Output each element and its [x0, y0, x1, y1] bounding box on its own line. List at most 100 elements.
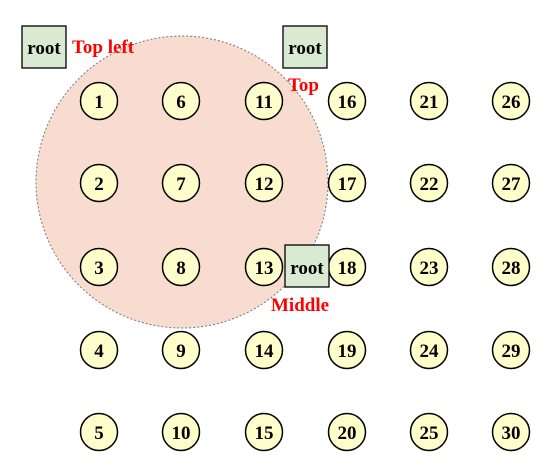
node-circle [327, 81, 367, 121]
node-18: 18 [327, 247, 367, 287]
node-17: 17 [327, 163, 367, 203]
node-21: 21 [409, 81, 449, 121]
node-label: 18 [338, 258, 357, 279]
node-label: 5 [94, 423, 104, 444]
root-label: root [27, 38, 61, 59]
node-circle [491, 330, 531, 370]
node-28: 28 [491, 247, 531, 287]
position-label-top: Top [288, 75, 319, 96]
root-label: root [290, 258, 324, 279]
node-3: 3 [79, 247, 119, 287]
root-box [284, 244, 330, 288]
node-circle [491, 81, 531, 121]
node-label: 19 [338, 341, 357, 362]
node-circle [244, 81, 284, 121]
node-circle [79, 81, 119, 121]
root-box [21, 25, 67, 69]
node-20: 20 [327, 412, 367, 452]
node-6: 6 [161, 81, 201, 121]
node-label: 25 [420, 423, 439, 444]
node-label: 14 [255, 341, 275, 362]
node-label: 22 [420, 174, 439, 195]
node-label: 20 [338, 423, 357, 444]
root-middle: root Middle [271, 244, 330, 316]
node-5: 5 [79, 412, 119, 452]
node-15: 15 [244, 412, 284, 452]
node-label: 3 [94, 258, 104, 279]
node-26: 26 [491, 81, 531, 121]
node-circle [161, 81, 201, 121]
node-label: 21 [420, 92, 439, 113]
root-box [282, 25, 328, 69]
node-23: 23 [409, 247, 449, 287]
sensor-nodes: 1234567891011121314151617181920212223242… [79, 81, 531, 452]
node-30: 30 [491, 412, 531, 452]
node-label: 8 [176, 258, 186, 279]
node-circle [79, 163, 119, 203]
node-label: 6 [176, 92, 186, 113]
node-13: 13 [244, 247, 284, 287]
node-label: 27 [502, 174, 522, 195]
node-29: 29 [491, 330, 531, 370]
position-label-middle: Middle [271, 295, 329, 316]
node-label: 29 [502, 341, 521, 362]
node-12: 12 [244, 163, 284, 203]
node-circle [491, 412, 531, 452]
node-27: 27 [491, 163, 531, 203]
node-label: 7 [176, 174, 186, 195]
node-label: 23 [420, 258, 439, 279]
node-label: 15 [255, 423, 274, 444]
node-circle [244, 247, 284, 287]
node-4: 4 [79, 330, 119, 370]
node-circle [409, 247, 449, 287]
node-label: 16 [338, 92, 357, 113]
node-1: 1 [79, 81, 119, 121]
node-label: 12 [255, 174, 274, 195]
root-top: root Top [282, 25, 328, 96]
node-22: 22 [409, 163, 449, 203]
node-circle [161, 163, 201, 203]
node-2: 2 [79, 163, 119, 203]
node-circle [327, 163, 367, 203]
node-label: 2 [94, 174, 104, 195]
node-7: 7 [161, 163, 201, 203]
root-top-left: root Top left [21, 25, 135, 69]
node-circle [79, 330, 119, 370]
node-25: 25 [409, 412, 449, 452]
node-circle [79, 247, 119, 287]
node-16: 16 [327, 81, 367, 121]
node-label: 10 [172, 423, 191, 444]
node-label: 11 [255, 92, 273, 113]
node-11: 11 [244, 81, 284, 121]
root-label: root [288, 38, 322, 59]
node-label: 4 [94, 341, 104, 362]
node-circle [491, 247, 531, 287]
node-circle [244, 163, 284, 203]
node-label: 9 [176, 341, 186, 362]
node-circle [409, 330, 449, 370]
node-label: 13 [255, 258, 274, 279]
node-circle [79, 412, 119, 452]
node-circle [327, 330, 367, 370]
node-circle [327, 412, 367, 452]
position-label-top-left: Top left [72, 37, 135, 58]
node-circle [161, 247, 201, 287]
node-circle [491, 163, 531, 203]
node-circle [244, 412, 284, 452]
node-10: 10 [161, 412, 201, 452]
node-24: 24 [409, 330, 449, 370]
node-label: 26 [502, 92, 521, 113]
node-circle [161, 330, 201, 370]
node-label: 28 [502, 258, 521, 279]
node-label: 1 [94, 92, 104, 113]
node-circle [409, 412, 449, 452]
node-circle [409, 163, 449, 203]
node-8: 8 [161, 247, 201, 287]
node-circle [409, 81, 449, 121]
node-9: 9 [161, 330, 201, 370]
node-14: 14 [244, 330, 284, 370]
node-circle [161, 412, 201, 452]
node-19: 19 [327, 330, 367, 370]
